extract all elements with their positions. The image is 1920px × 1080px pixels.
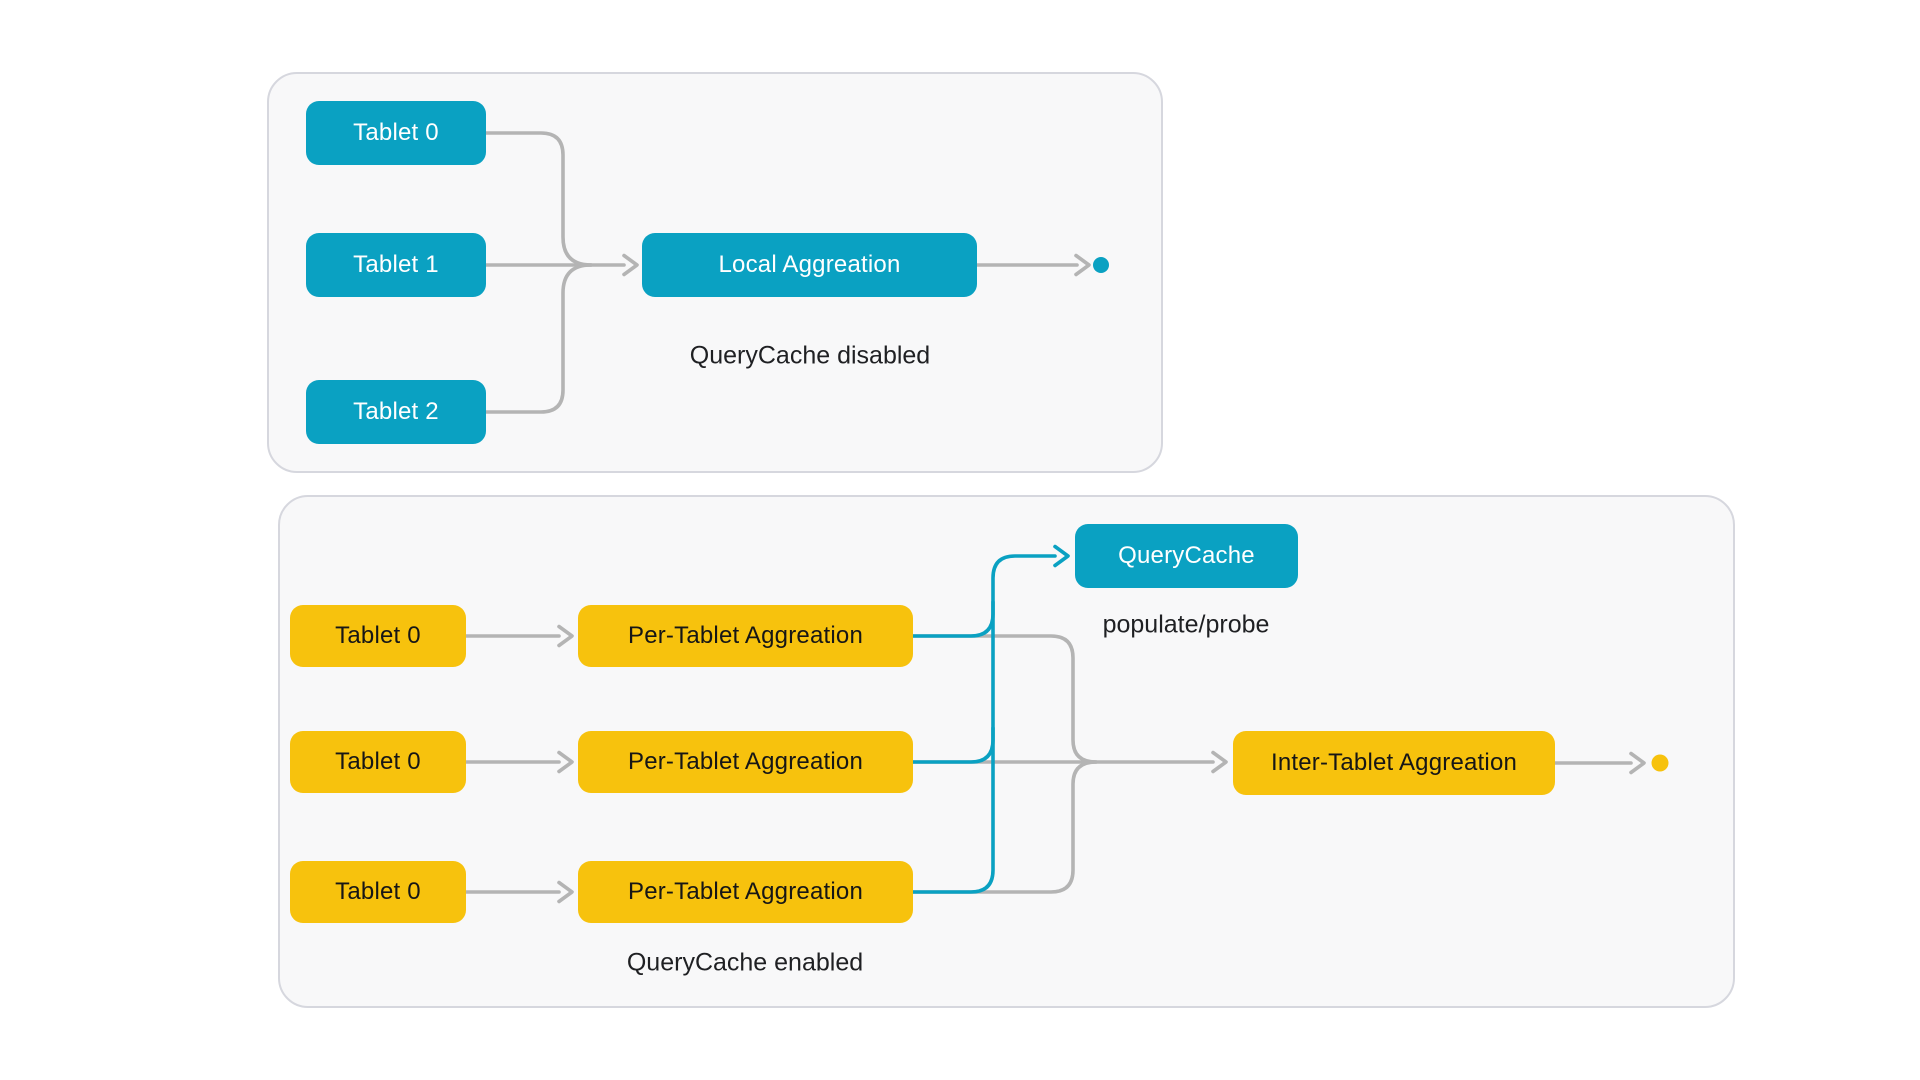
- querycache-enabled-caption: QueryCache enabled: [626, 948, 864, 977]
- per-tablet-aggregation-node-1: Per-Tablet Aggreation: [578, 605, 913, 667]
- inter-tablet-aggregation-node: Inter-Tablet Aggreation: [1233, 731, 1555, 795]
- per-tablet-aggregation-node-2: Per-Tablet Aggreation: [578, 731, 913, 793]
- tablet-2-node: Tablet 2: [306, 380, 486, 444]
- bottom-tablet-node-2: Tablet 0: [290, 731, 466, 793]
- querycache-disabled-caption: QueryCache disabled: [689, 341, 931, 370]
- bottom-tablet-node-3: Tablet 0: [290, 861, 466, 923]
- tablet-1-node: Tablet 1: [306, 233, 486, 297]
- per-tablet-aggregation-node-3: Per-Tablet Aggreation: [578, 861, 913, 923]
- tablet-0-node: Tablet 0: [306, 101, 486, 165]
- local-aggregation-node: Local Aggreation: [642, 233, 977, 297]
- bottom-tablet-node-1: Tablet 0: [290, 605, 466, 667]
- querycache-node: QueryCache: [1075, 524, 1298, 588]
- populate-probe-label: populate/probe: [1102, 610, 1270, 639]
